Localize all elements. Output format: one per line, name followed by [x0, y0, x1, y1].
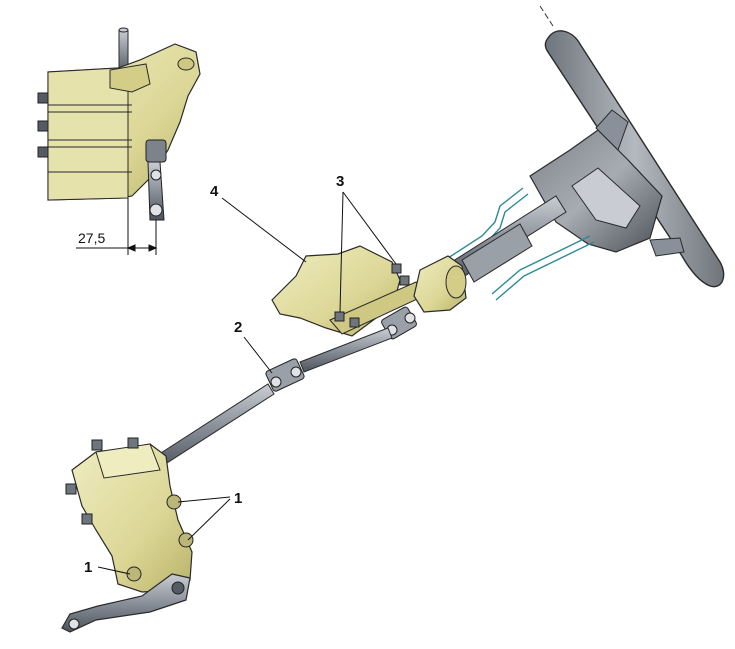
- intermediate-shaft: [299, 327, 393, 373]
- intermediate-universal-joint: [265, 358, 305, 392]
- callout-1-upper: 1: [234, 490, 242, 507]
- inset-housing-face: [47, 67, 129, 201]
- pitman-arm: [61, 573, 191, 633]
- callout-4: 4: [210, 183, 219, 200]
- dimension-label: 27,5: [78, 230, 105, 246]
- callout-leaders: [97, 191, 397, 575]
- steering-axis-line: [539, 5, 554, 27]
- inset-bolts: [37, 92, 49, 158]
- inset-ribs: [48, 104, 132, 173]
- steering-wheel: [529, 5, 725, 288]
- bracket-bolts: [334, 263, 410, 328]
- lower-shaft: [149, 383, 275, 471]
- steering-column-upper: [441, 195, 567, 285]
- inset-boss: [109, 63, 151, 93]
- inset-dimension: [76, 198, 158, 255]
- column-sleeve: [461, 223, 533, 283]
- inset-pitman-arm: [145, 139, 167, 221]
- callout-1-lower: 1: [84, 559, 92, 576]
- mounting-bracket: [271, 245, 429, 337]
- steering-wheel-rim: [544, 30, 725, 288]
- column-clamp: [413, 255, 467, 313]
- callout-3: 3: [336, 173, 344, 190]
- callout-2: 2: [234, 319, 242, 336]
- detail-inset: 27,5: [37, 27, 201, 255]
- gearbox-top-bolts: [65, 437, 139, 525]
- gearbox-mount-bolts: [126, 494, 194, 582]
- steering-gearbox: [61, 437, 194, 633]
- inset-shaft-top: [118, 27, 129, 33]
